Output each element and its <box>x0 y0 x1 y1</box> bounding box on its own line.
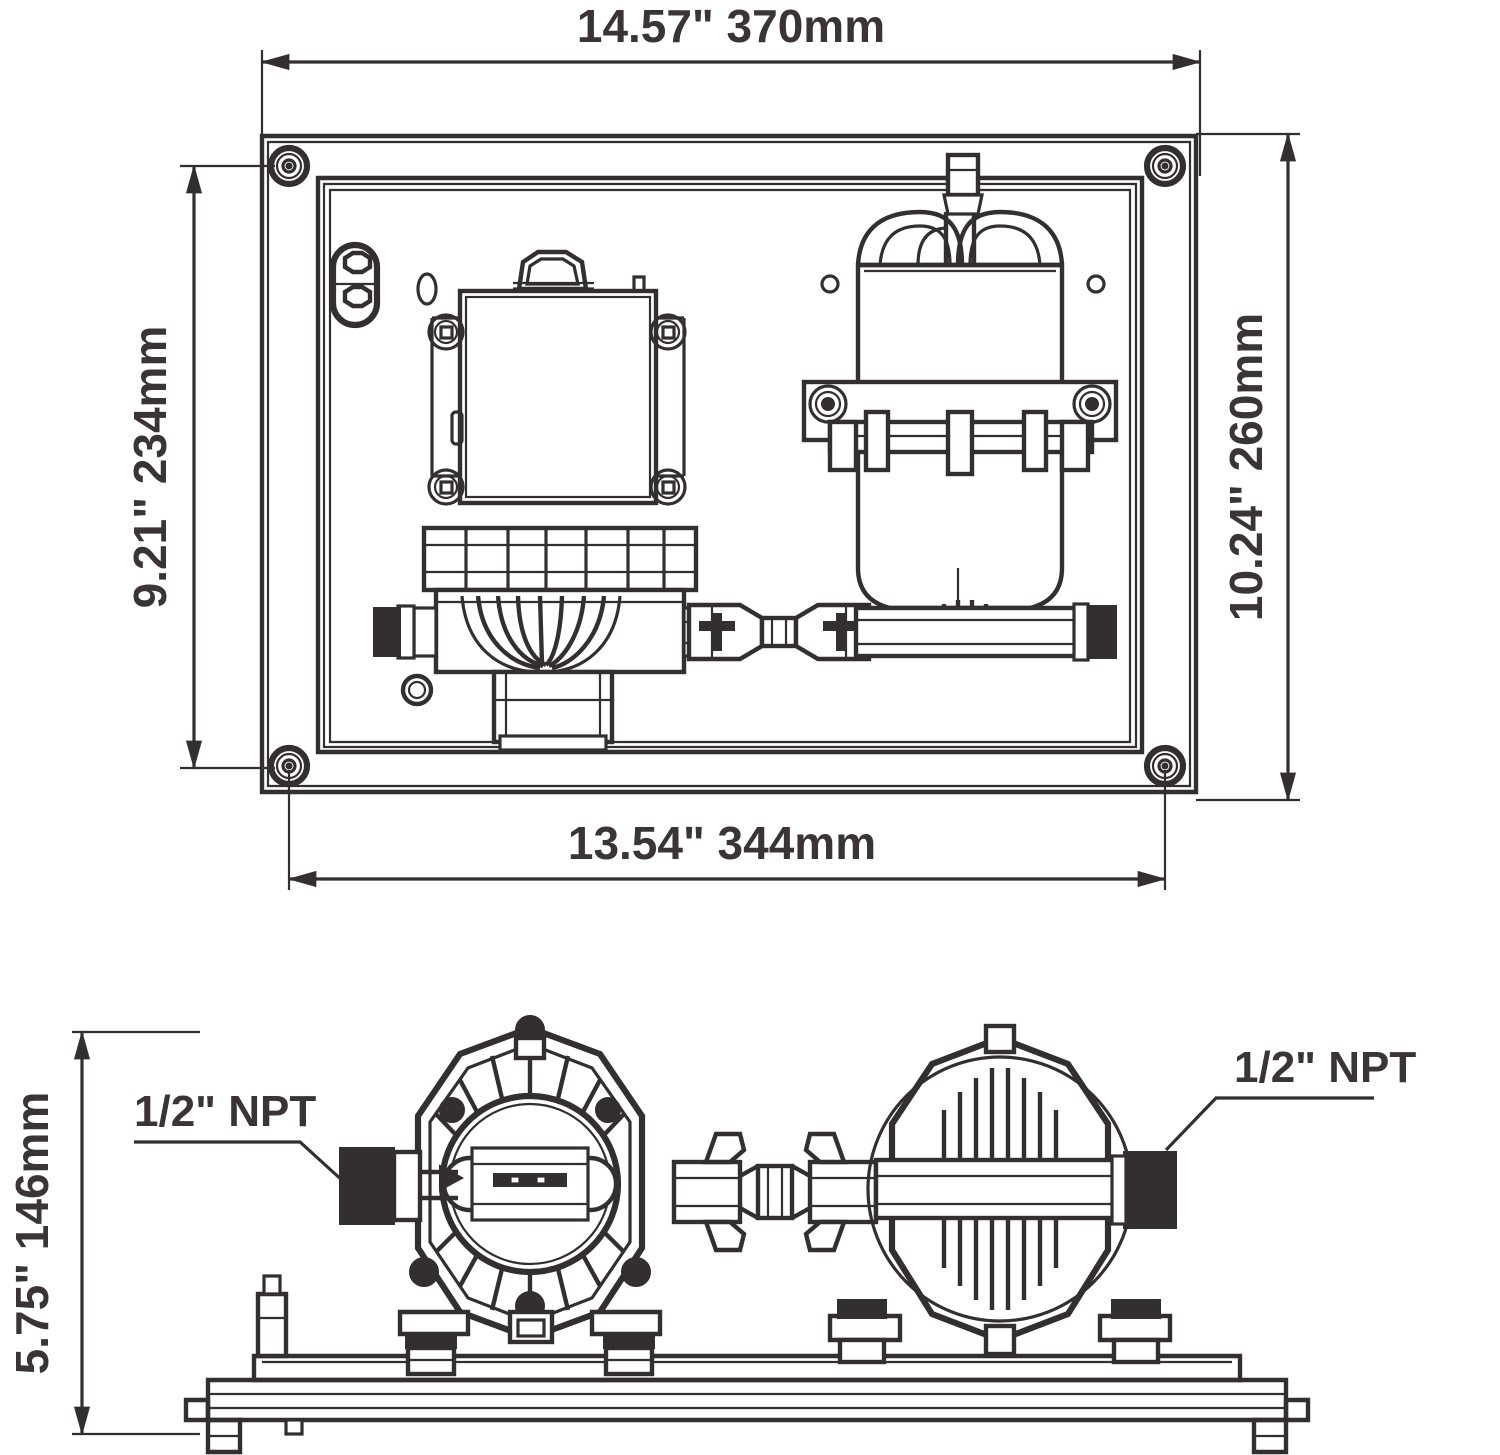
mounting-screw-bottom-right <box>1143 744 1187 788</box>
top-view <box>259 133 1199 795</box>
tank-outlet-pipe <box>853 602 1117 662</box>
tank-air-valve <box>942 152 984 216</box>
callout-outlet-npt: 1/2" NPT <box>1164 1043 1416 1152</box>
outlet-npt-label: 1/2" NPT <box>1234 1043 1416 1092</box>
base-plate-outline <box>259 133 1199 795</box>
pump-foot-right <box>589 1309 663 1377</box>
dimension-overall-height: 10.24" 260mm <box>1196 132 1300 802</box>
grommet-hole-left <box>416 272 438 306</box>
tank-foot-right <box>1097 1299 1173 1365</box>
pump-foot-left <box>397 1309 471 1377</box>
base-plate-elevation <box>183 1353 1311 1455</box>
tank-mounting-bracket <box>801 379 1119 477</box>
mounting-screw-top-right <box>1143 144 1187 188</box>
tank-foot-left <box>827 1299 903 1365</box>
dimension-side-height: 5.75" 146mm <box>6 1030 200 1436</box>
union-coupling-fittings <box>686 602 872 662</box>
pump-inlet-spigot <box>373 604 438 660</box>
dimension-mounting-height: 9.21" 234mm <box>124 164 275 770</box>
overall-width-label: 14.57" 370mm <box>577 0 885 52</box>
overall-height-label: 10.24" 260mm <box>1220 313 1272 621</box>
pump-end-view <box>255 1015 663 1377</box>
tank-dome-ribs <box>855 209 1065 268</box>
dimension-mounting-width: 13.54" 344mm <box>287 770 1167 890</box>
pump-inlet-fitting <box>339 1147 465 1225</box>
tank-outlet-fitting <box>1110 1151 1177 1229</box>
pump-bolt-bottom-left <box>427 468 465 506</box>
pressure-switch-cover <box>513 249 594 292</box>
impeller-fins <box>460 595 622 674</box>
inlet-npt-label: 1/2" NPT <box>134 1087 316 1136</box>
side-view <box>183 1015 1311 1455</box>
side-height-label: 5.75" 146mm <box>6 1092 58 1375</box>
dimension-overall-width: 14.57" 370mm <box>260 0 1202 176</box>
pump-bolt-bottom-right <box>649 468 687 506</box>
cable-gland-detail <box>329 241 381 329</box>
base-plate-inner-frame <box>315 175 1145 755</box>
pump-power-lead <box>255 1274 289 1359</box>
pump-head <box>373 525 708 752</box>
pump-bottom-boss <box>507 1291 555 1345</box>
side-union-fittings <box>671 1131 879 1253</box>
grommet-hole-lower-left <box>400 673 434 707</box>
mounting-screw-top-left <box>267 144 311 188</box>
mounting-screw-bottom-left <box>267 744 311 788</box>
tank-internal-ribs <box>941 1068 1059 1310</box>
callout-inlet-npt: 1/2" NPT <box>134 1087 357 1194</box>
tank-end-view <box>827 1023 1177 1365</box>
mounting-height-label: 9.21" 234mm <box>124 326 176 609</box>
tee-fitting <box>491 669 615 752</box>
pump-bolt-top-left <box>427 313 465 351</box>
pump-top-boss <box>513 1015 547 1061</box>
mounting-width-label: 13.54" 344mm <box>568 817 876 869</box>
pump-motor-housing <box>427 249 687 506</box>
pump-bolt-top-right <box>649 313 687 351</box>
bracket-bolt-right <box>1072 384 1112 424</box>
bracket-bolt-left <box>808 384 848 424</box>
